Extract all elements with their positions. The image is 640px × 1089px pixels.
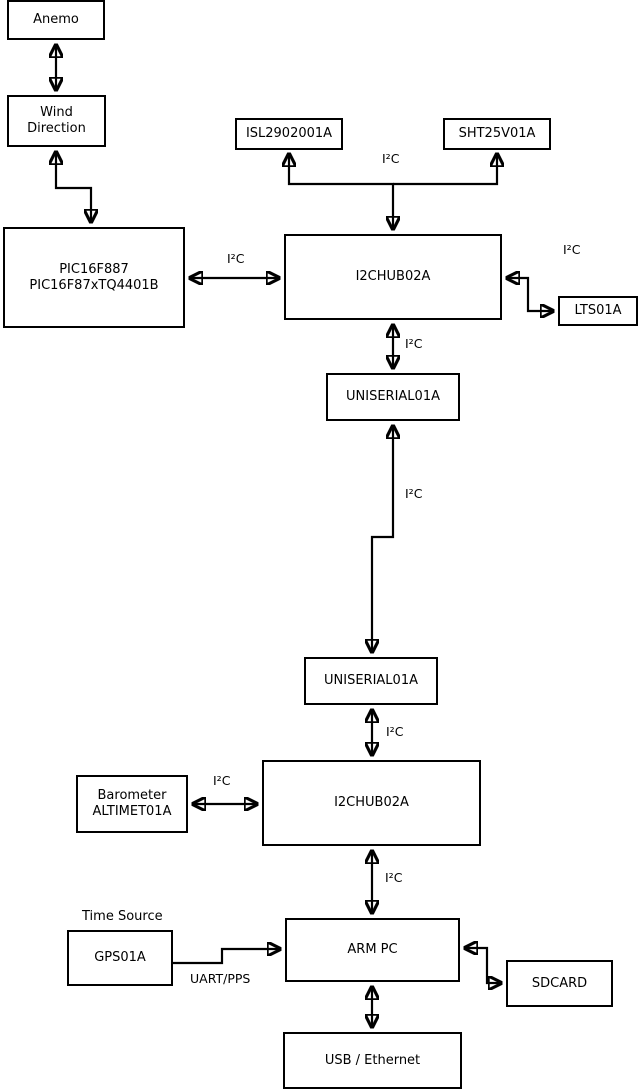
edge-gps-armpc [173,949,280,965]
edge-label-hub2-armpc: I²C [385,870,403,885]
node-usb-ethernet[interactable]: USB / Ethernet [283,1032,462,1089]
edge-wind-pic [56,152,91,222]
edge-uniserial1-uniserial2 [372,426,393,652]
edge-hub1-sht [393,154,497,186]
node-arm-pc[interactable]: ARM PC [285,918,460,982]
node-lts01a[interactable]: LTS01A [558,296,638,326]
label-time-source: Time Source [82,909,163,924]
edge-hub1-isl [289,154,393,229]
edge-armpc-sdcard [465,948,501,983]
node-uniserial01a-lower[interactable]: UNISERIAL01A [304,657,438,705]
edge-label-gps-armpc: UART/PPS [190,971,251,986]
edge-label-pic-hub1: I²C [227,251,245,266]
node-i2chub02a-upper[interactable]: I2CHUB02A [284,234,502,320]
edge-label-hub1-lts: I²C [563,242,581,257]
node-barometer-altimet01a[interactable]: Barometer ALTIMET01A [76,775,188,833]
node-sdcard[interactable]: SDCARD [506,960,613,1007]
edge-hub1-lts [507,278,553,311]
node-isl2902001a[interactable]: ISL2902001A [235,118,343,150]
edge-label-hub1-sensors: I²C [382,151,400,166]
edge-label-barometer-hub2: I²C [213,773,231,788]
edge-label-uniserial2-hub2: I²C [386,724,404,739]
node-uniserial01a-upper[interactable]: UNISERIAL01A [326,373,460,421]
node-anemo[interactable]: Anemo [7,0,105,40]
edge-label-uniserial1-uniserial2: I²C [405,486,423,501]
node-gps01a[interactable]: GPS01A [67,930,173,986]
node-sht25v01a[interactable]: SHT25V01A [443,118,551,150]
edge-label-hub1-uniserial1: I²C [405,336,423,351]
node-i2chub02a-lower[interactable]: I2CHUB02A [262,760,481,846]
node-pic16f887[interactable]: PIC16F887 PIC16F87xTQ4401B [3,227,185,328]
node-wind-direction[interactable]: Wind Direction [7,95,106,147]
